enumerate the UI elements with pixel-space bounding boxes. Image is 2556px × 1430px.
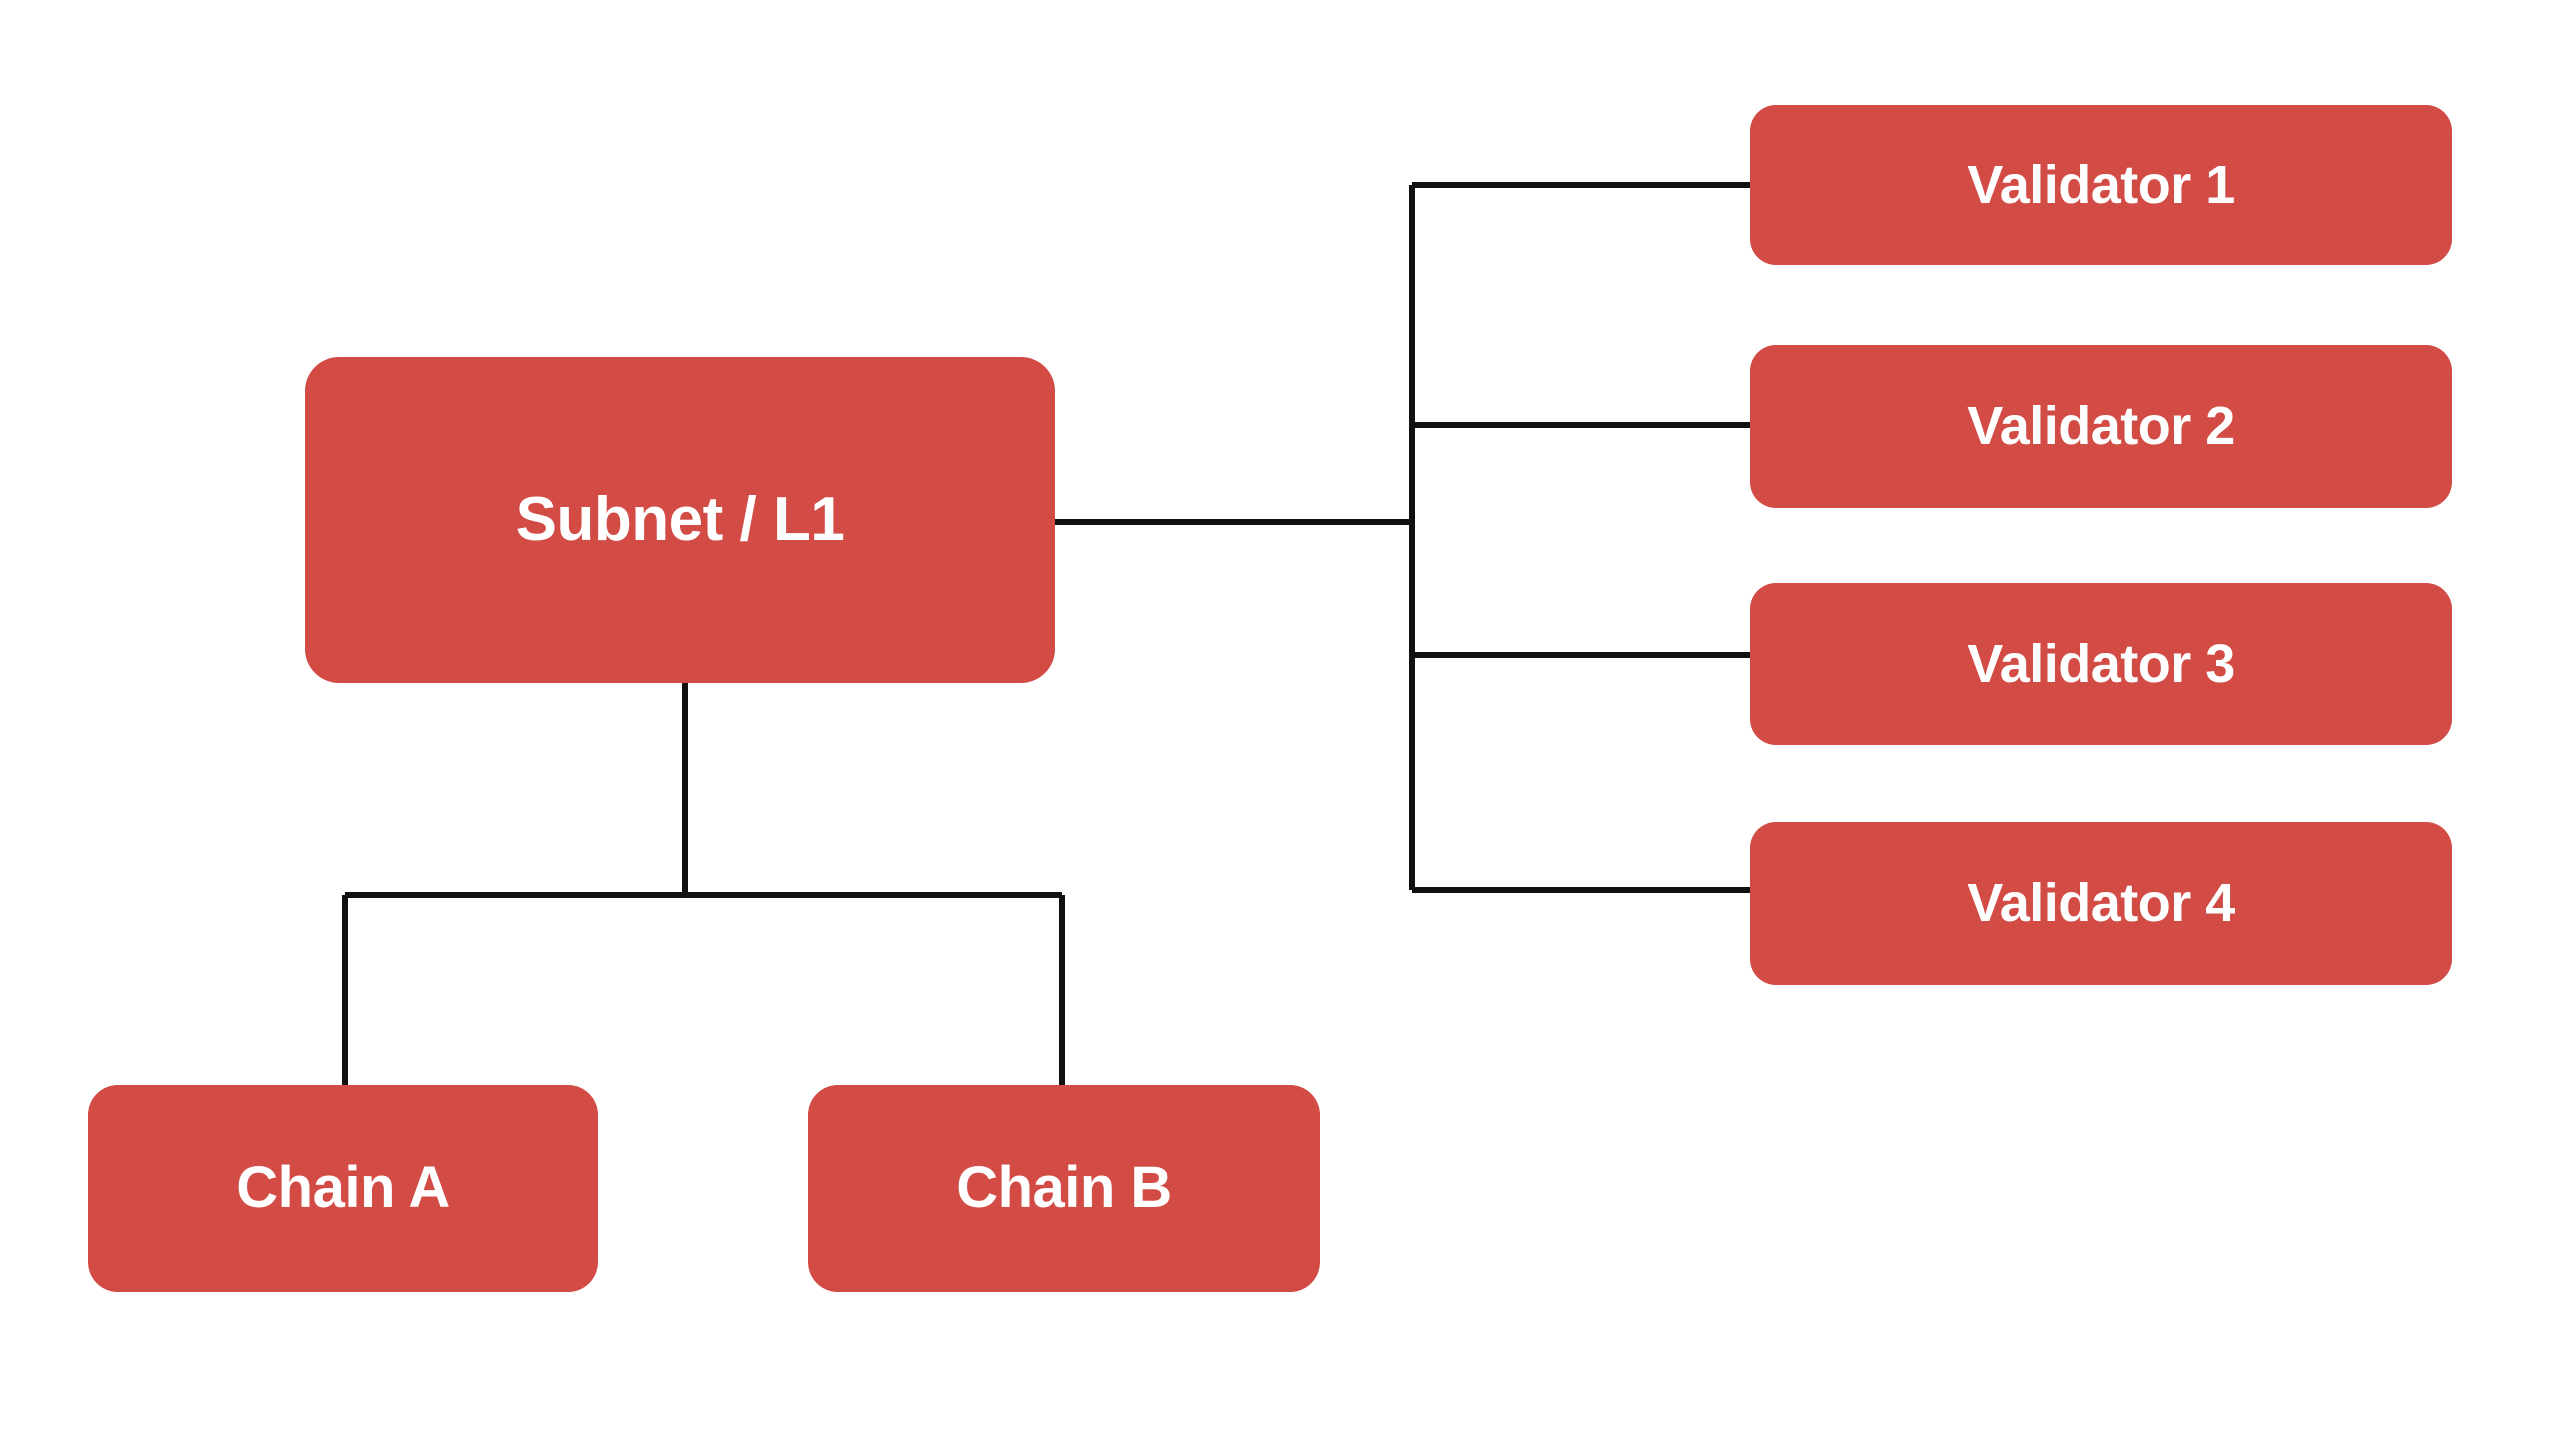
node-validator-2[interactable]: Validator 2 (1750, 345, 2452, 508)
node-subnet-l1[interactable]: Subnet / L1 (305, 357, 1055, 683)
node-chain-a[interactable]: Chain A (88, 1085, 598, 1292)
node-subnet-l1-label: Subnet / L1 (515, 485, 845, 555)
node-chain-a-label: Chain A (236, 1155, 450, 1221)
node-validator-4[interactable]: Validator 4 (1750, 822, 2452, 985)
node-chain-b-label: Chain B (956, 1155, 1172, 1221)
node-chain-b[interactable]: Chain B (808, 1085, 1320, 1292)
node-validator-4-label: Validator 4 (1967, 873, 2235, 934)
node-validator-1[interactable]: Validator 1 (1750, 105, 2452, 265)
node-validator-2-label: Validator 2 (1967, 396, 2235, 457)
node-validator-3[interactable]: Validator 3 (1750, 583, 2452, 745)
node-validator-1-label: Validator 1 (1967, 154, 2235, 215)
node-validator-3-label: Validator 3 (1967, 633, 2235, 694)
